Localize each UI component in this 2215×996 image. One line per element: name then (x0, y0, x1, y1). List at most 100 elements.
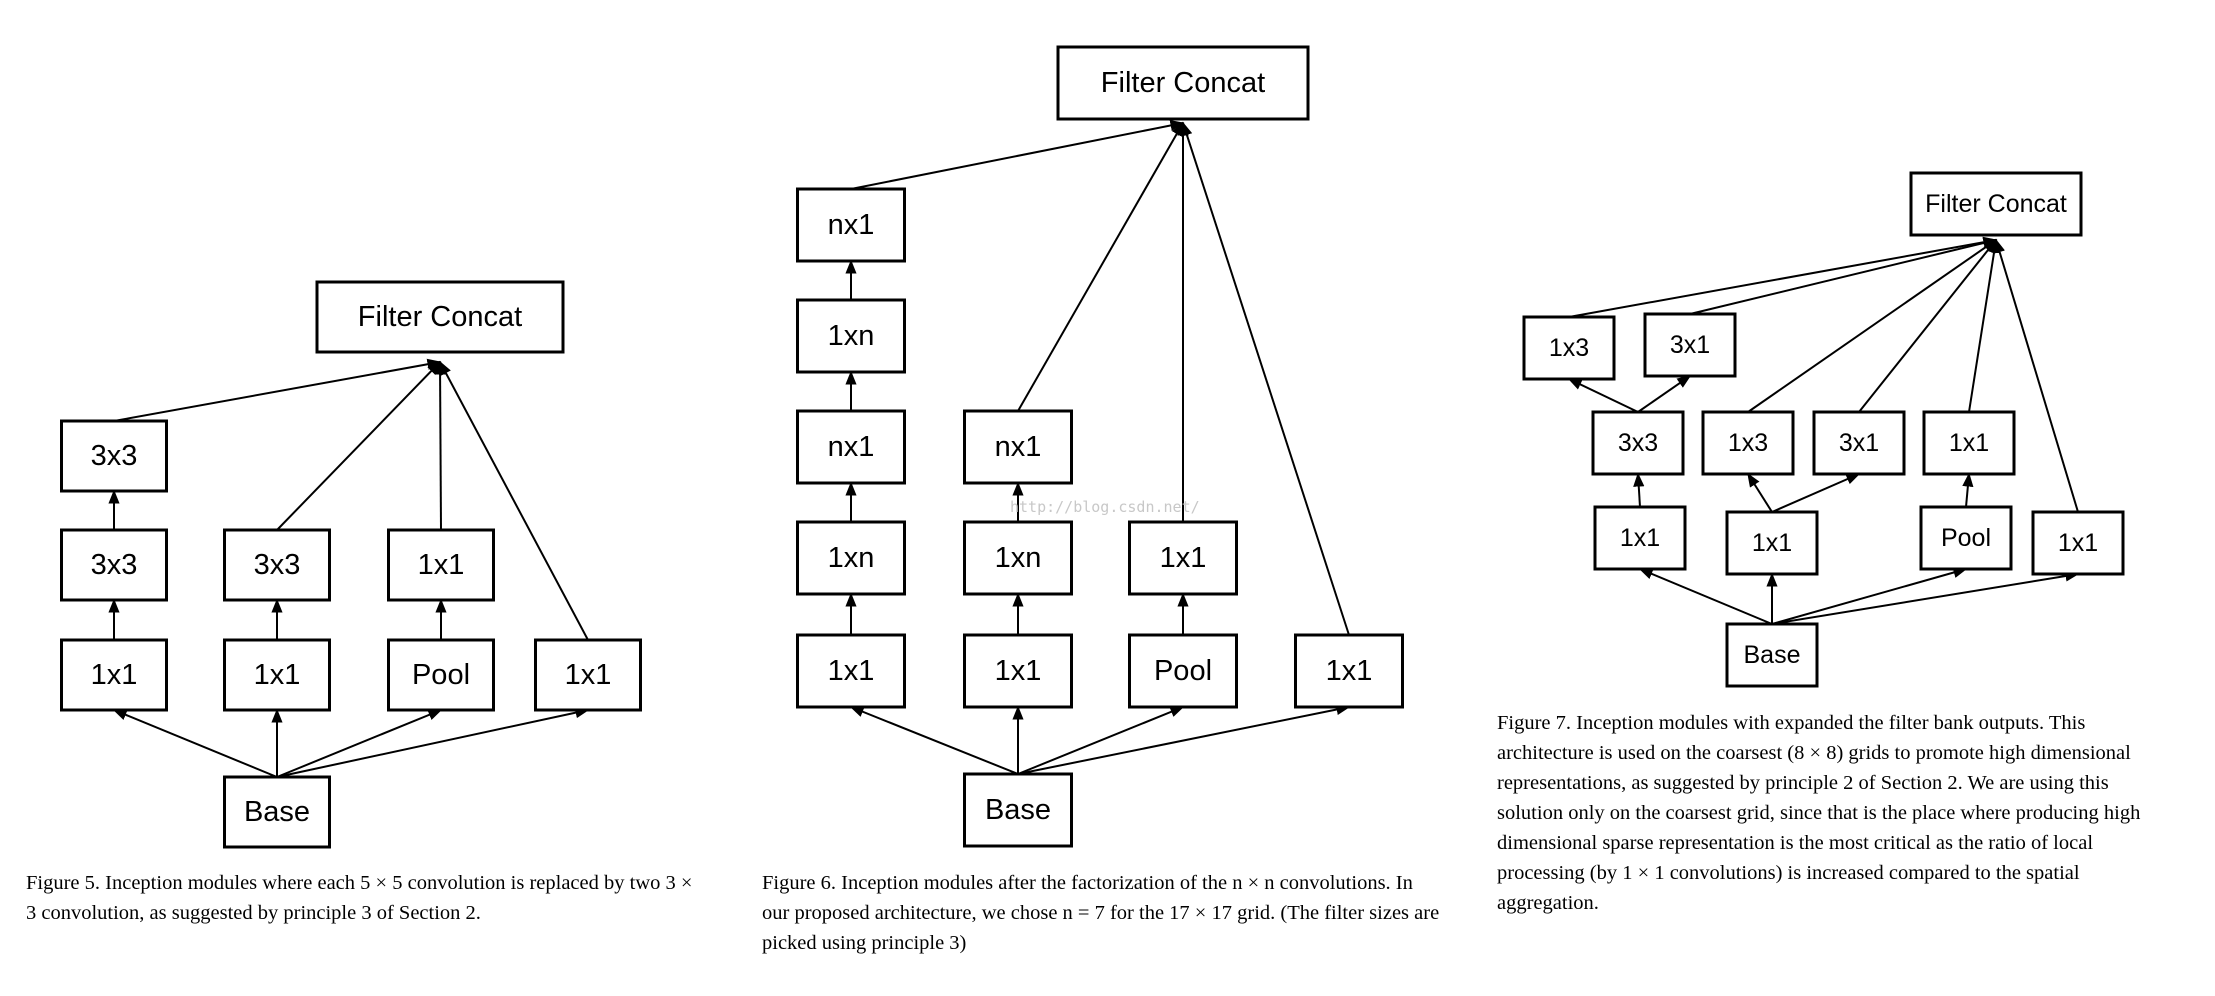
fig5-node-a3-box (60, 419, 168, 493)
fig7-node-m2: 1x3 (1701, 410, 1795, 476)
fig5-node-a2: 3x3 (60, 528, 168, 602)
fig7-node-base-box (1725, 622, 1819, 688)
fig7-node-l4-box (2031, 510, 2125, 576)
fig7-node-l1-box (1593, 505, 1687, 571)
fig5-node-c1: Pool (387, 638, 495, 712)
fig7-node-base-label: Base (1744, 641, 1801, 669)
fig5-node-b2-label: 3x3 (254, 549, 301, 581)
fig7-edges (1567, 236, 2080, 625)
fig6-node-c1: Pool (1128, 633, 1238, 709)
fig5-node-c2-label: 1x1 (418, 549, 465, 581)
fig7-node-l1: 1x1 (1593, 505, 1687, 571)
fig7-node-t2-box (1643, 312, 1737, 378)
fig5-node-c2-box (387, 528, 495, 602)
fig7-node-l3-label: Pool (1941, 524, 1991, 552)
fig7-edge-m3-to-concat (1858, 238, 1997, 413)
edges-layer (108, 119, 2080, 778)
fig6-node-b3-label: nx1 (995, 431, 1042, 463)
fig7-node-m3-label: 3x1 (1839, 429, 1879, 457)
fig5-edges (108, 358, 590, 778)
fig5-node-d1-label: 1x1 (565, 659, 612, 691)
fig6-edge-b3-to-concat (1017, 121, 1184, 412)
fig6-node-b1-label: 1x1 (995, 655, 1042, 687)
fig7-node-m1: 3x3 (1591, 410, 1685, 476)
fig5-node-a1: 1x1 (60, 638, 168, 712)
fig7-edge-l2-to-m3 (1771, 473, 1861, 513)
fig7-edge-m1-to-t1 (1567, 378, 1639, 413)
fig5-node-c1-box (387, 638, 495, 712)
fig6-node-b3: nx1 (963, 409, 1073, 485)
fig7-edge-l1-to-m1 (1633, 472, 1645, 508)
fig7-node-m4-box (1922, 410, 2016, 476)
fig7-node-t1-label: 1x3 (1549, 334, 1589, 362)
fig5-node-a3: 3x3 (60, 419, 168, 493)
fig7-node-t2: 3x1 (1643, 312, 1737, 378)
fig5-node-base-label: Base (244, 796, 310, 828)
fig7-node-m4-label: 1x1 (1949, 429, 1989, 457)
fig6-node-d1-label: 1x1 (1326, 655, 1373, 687)
watermark: http://blog.csdn.net/ (1010, 498, 1200, 516)
fig6-node-b2: 1xn (963, 520, 1073, 596)
fig7-node-l2-label: 1x1 (1752, 529, 1792, 557)
fig5-edge-b2-to-concat (276, 360, 441, 531)
fig6-node-a3: nx1 (796, 409, 906, 485)
fig7-edge-m4-to-concat (1968, 238, 2000, 413)
fig6-edges (845, 119, 1351, 775)
fig6-node-b1: 1x1 (963, 633, 1073, 709)
fig7-edge-l4-to-concat (1994, 238, 2079, 513)
fig5-node-b2-box (223, 528, 331, 602)
fig7-node-l4-label: 1x1 (2058, 529, 2098, 557)
fig5-node-d1: 1x1 (534, 638, 642, 712)
fig7-edge-m2-to-concat (1747, 239, 1998, 413)
fig6-node-a1: 1x1 (796, 633, 906, 709)
fig5-node-a1-label: 1x1 (91, 659, 138, 691)
fig7-node-l3-box (1919, 505, 2013, 571)
fig7-node-t1: 1x3 (1522, 315, 1616, 381)
fig5-edge-c2-to-concat (434, 360, 446, 531)
fig6-node-b3-box (963, 409, 1073, 485)
fig7-edge-m1-to-t2 (1637, 375, 1692, 413)
fig6-node-b2-box (963, 520, 1073, 596)
fig6-node-base-label: Base (985, 794, 1051, 826)
fig7-node-l2-box (1725, 510, 1819, 576)
fig6-node-c2-label: 1x1 (1160, 542, 1207, 574)
fig7-node-l1-label: 1x1 (1620, 524, 1660, 552)
fig7-node-l2: 1x1 (1725, 510, 1819, 576)
fig5-edge-a3-to-concat (113, 358, 442, 422)
fig7-node-concat: Filter Concat (1909, 171, 2083, 237)
fig6-node-concat-box (1056, 45, 1310, 121)
fig6-node-c1-box (1128, 633, 1238, 709)
fig7-node-m1-label: 3x3 (1618, 429, 1658, 457)
fig6-node-d1-box (1294, 633, 1404, 709)
fig7-edge-t2-to-concat (1689, 237, 1998, 315)
fig6-edge-base-to-a1 (849, 706, 1019, 775)
fig6-node-a5: nx1 (796, 187, 906, 263)
fig7-node-m1-box (1591, 410, 1685, 476)
fig6-node-a4-label: 1xn (828, 320, 875, 352)
fig5-node-concat: Filter Concat (315, 280, 565, 354)
fig7-node-m2-box (1701, 410, 1795, 476)
fig5-edge-d1-to-concat (439, 360, 589, 641)
fig6-node-d1: 1x1 (1294, 633, 1404, 709)
fig5-edge-base-to-c1 (276, 709, 443, 778)
fig7-node-t2-label: 3x1 (1670, 331, 1710, 359)
fig7-node-base: Base (1725, 622, 1819, 688)
fig5-node-concat-box (315, 280, 565, 354)
fig5-edge-base-to-d1 (276, 707, 590, 778)
fig7-node-m3-box (1812, 410, 1906, 476)
fig6-node-a1-box (796, 633, 906, 709)
fig7-node-t1-box (1522, 315, 1616, 381)
fig6-node-a2: 1xn (796, 520, 906, 596)
fig6-node-base: Base (963, 772, 1073, 848)
fig5-node-d1-box (534, 638, 642, 712)
fig5-node-base-box (223, 775, 331, 849)
fig5-node-a2-box (60, 528, 168, 602)
fig6-node-a2-box (796, 520, 906, 596)
fig6-node-a1-label: 1x1 (828, 655, 875, 687)
fig7-node-concat-label: Filter Concat (1925, 190, 2067, 218)
fig5-node-a2-label: 3x3 (91, 549, 138, 581)
fig6-node-a5-box (796, 187, 906, 263)
